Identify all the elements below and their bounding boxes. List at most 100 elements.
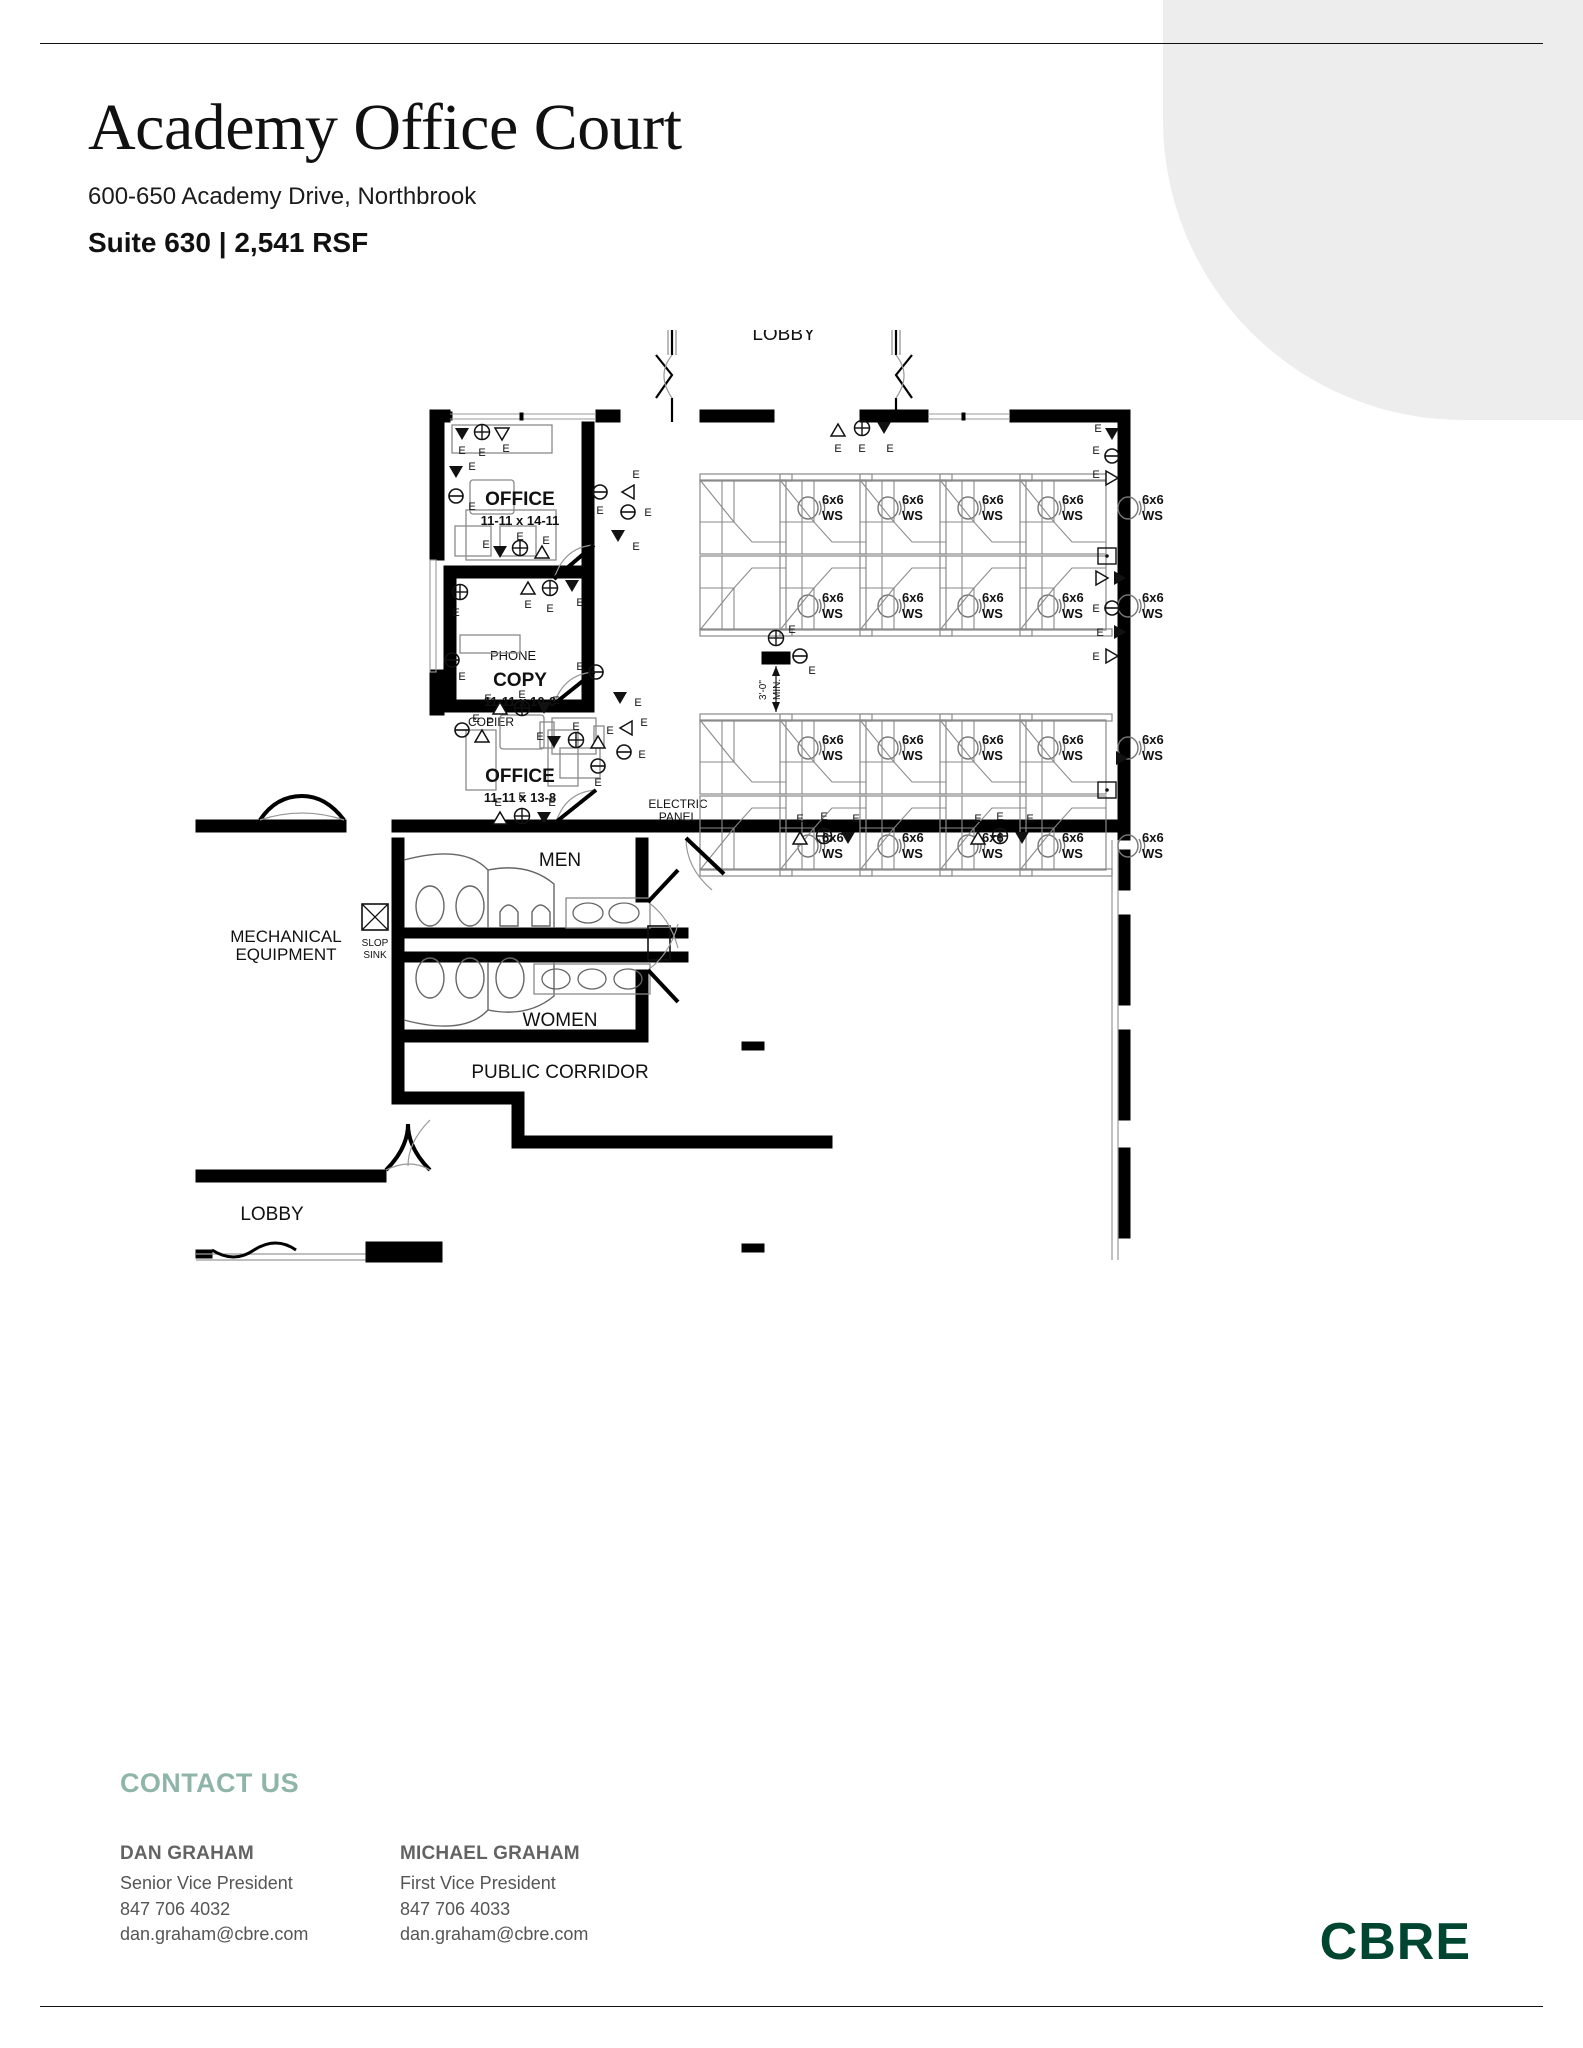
workstation-label-size: 6x6 xyxy=(902,590,924,605)
workstation-label-size: 6x6 xyxy=(1142,732,1164,747)
svg-text:E: E xyxy=(1094,423,1101,435)
svg-text:E: E xyxy=(458,445,465,457)
annotation-electric-panel-line1: ELECTRIC xyxy=(648,797,708,811)
svg-text:E: E xyxy=(1026,813,1033,825)
svg-text:E: E xyxy=(546,603,553,615)
outlet-marker: E xyxy=(788,624,795,636)
workstation-label-type: WS xyxy=(822,846,843,861)
svg-text:E: E xyxy=(852,813,859,825)
svg-text:E: E xyxy=(858,443,865,455)
svg-text:E: E xyxy=(974,813,981,825)
contact-phone[interactable]: 847 706 4033 xyxy=(400,1898,511,1919)
cbre-logo: CBRE xyxy=(1319,1913,1471,1971)
workstation-label-type: WS xyxy=(822,606,843,621)
svg-text:E: E xyxy=(634,697,641,709)
workstation-label-type: WS xyxy=(902,606,923,621)
lobby-bottom: LOBBY xyxy=(195,1119,443,1263)
room-label-office-1: OFFICE xyxy=(485,489,555,510)
contact-phone[interactable]: 847 706 4032 xyxy=(120,1898,231,1919)
annotation-slop-sink-line1: SLOP xyxy=(362,938,389,949)
room-label-women: WOMEN xyxy=(523,1010,598,1031)
svg-text:E: E xyxy=(572,721,579,733)
workstation-label-size: 6x6 xyxy=(1062,590,1084,605)
svg-text:E: E xyxy=(576,661,583,673)
svg-text:E: E xyxy=(606,725,613,737)
room-label-lobby-top: LOBBY xyxy=(752,330,816,345)
svg-text:E: E xyxy=(478,447,485,459)
workstation-label-size: 6x6 xyxy=(982,590,1004,605)
svg-text:E: E xyxy=(486,717,493,729)
workstation-label-type: WS xyxy=(982,508,1003,523)
workstation-label-type: WS xyxy=(822,508,843,523)
workstation-label-size: 6x6 xyxy=(1142,590,1164,605)
room-label-men: MEN xyxy=(539,850,581,871)
workstation-label-type: WS xyxy=(1062,846,1083,861)
svg-text:E: E xyxy=(644,507,651,519)
restroom-core: SLOP SINK MEN WOMEN MECHANICAL EQUIPMENT xyxy=(230,836,726,1049)
workstation-label-type: WS xyxy=(1142,606,1163,621)
annotation-mechanical-line1: MECHANICAL xyxy=(230,927,341,946)
svg-text:E: E xyxy=(1092,445,1099,457)
workstation-label-type: WS xyxy=(1062,748,1083,763)
floor-plan: .wall{stroke:#000;fill:#000;} .thinwall{… xyxy=(0,330,1583,1370)
contact-section: CONTACT US DAN GRAHAM Senior Vice Presid… xyxy=(120,1768,640,1948)
workstation-label-size: 6x6 xyxy=(822,492,844,507)
workstation-label-type: WS xyxy=(1142,508,1163,523)
svg-text:E: E xyxy=(452,607,459,619)
contact-heading: CONTACT US xyxy=(120,1768,299,1798)
room-office-2: OFFICE 11-11 x 13-8 ELECTRIC PANEL xyxy=(465,714,708,824)
workstation-label-size: 6x6 xyxy=(1142,492,1164,507)
contact-card: DAN GRAHAM Senior Vice President 847 706… xyxy=(120,1843,340,1948)
room-office-1: OFFICE 11-11 x 14-11 xyxy=(443,421,596,581)
contact-cards: DAN GRAHAM Senior Vice President 847 706… xyxy=(120,1843,640,1948)
workstation-label-size: 6x6 xyxy=(1062,492,1084,507)
svg-text:E: E xyxy=(820,811,827,823)
svg-text:E: E xyxy=(502,443,509,455)
svg-text:E: E xyxy=(472,713,479,725)
contact-email[interactable]: dan.graham@cbre.com xyxy=(120,1924,309,1945)
workstation-label-type: WS xyxy=(1142,846,1163,861)
svg-text:E: E xyxy=(576,597,583,609)
contact-email[interactable]: dan.graham@cbre.com xyxy=(400,1924,589,1945)
svg-text:E: E xyxy=(468,501,475,513)
workstation-cluster-top: 6x6 WS 6x6 WS 6x6 WS 6x6 WS 6x6 WS 6x6 W… xyxy=(699,473,1164,637)
public-corridor: PUBLIC CORRIDOR xyxy=(195,794,833,1253)
annotation-mechanical-line2: EQUIPMENT xyxy=(235,945,336,964)
workstation-label-size: 6x6 xyxy=(982,492,1004,507)
svg-text:E: E xyxy=(1092,469,1099,481)
svg-text:E: E xyxy=(638,749,645,761)
svg-text:E: E xyxy=(552,695,559,707)
top-divider-rule xyxy=(40,43,1543,44)
contact-card: MICHAEL GRAHAM First Vice President 847 … xyxy=(400,1843,640,1948)
room-label-office-2: OFFICE xyxy=(485,766,555,787)
svg-text:E: E xyxy=(548,797,555,809)
room-label-public-corridor: PUBLIC CORRIDOR xyxy=(471,1062,648,1083)
svg-text:E: E xyxy=(886,443,893,455)
workstation-label-type: WS xyxy=(1142,748,1163,763)
svg-text:E: E xyxy=(632,469,639,481)
svg-text:E: E xyxy=(632,541,639,553)
workstation-label-size: 6x6 xyxy=(822,590,844,605)
annotation-phone: PHONE xyxy=(490,648,537,663)
workstation-label-type: WS xyxy=(982,748,1003,763)
svg-text:E: E xyxy=(834,443,841,455)
workstation-label-type: WS xyxy=(822,748,843,763)
svg-text:E: E xyxy=(516,531,523,543)
svg-text:E: E xyxy=(594,777,601,789)
bottom-divider-rule xyxy=(40,2006,1543,2007)
contact-title: First Vice President xyxy=(400,1873,556,1893)
workstation-label-type: WS xyxy=(982,846,1003,861)
contact-name: MICHAEL GRAHAM xyxy=(400,1843,580,1864)
electrical-outlet-markers: E E E E E E E E E E E E E E E E E E E E … xyxy=(444,419,1128,845)
annotation-clearance-min: MIN. xyxy=(772,679,783,700)
workstation-label-size: 6x6 xyxy=(822,830,844,845)
outlet-marker: E xyxy=(808,665,815,677)
workstation-label-size: 6x6 xyxy=(902,492,924,507)
workstation-label-type: WS xyxy=(902,846,923,861)
workstation-label-type: WS xyxy=(982,606,1003,621)
page-title: Academy Office Court xyxy=(88,91,682,164)
svg-text:E: E xyxy=(1096,627,1103,639)
svg-text:E: E xyxy=(796,813,803,825)
workstation-label-size: 6x6 xyxy=(1062,732,1084,747)
room-dimension-office-1: 11-11 x 14-11 xyxy=(481,513,560,528)
